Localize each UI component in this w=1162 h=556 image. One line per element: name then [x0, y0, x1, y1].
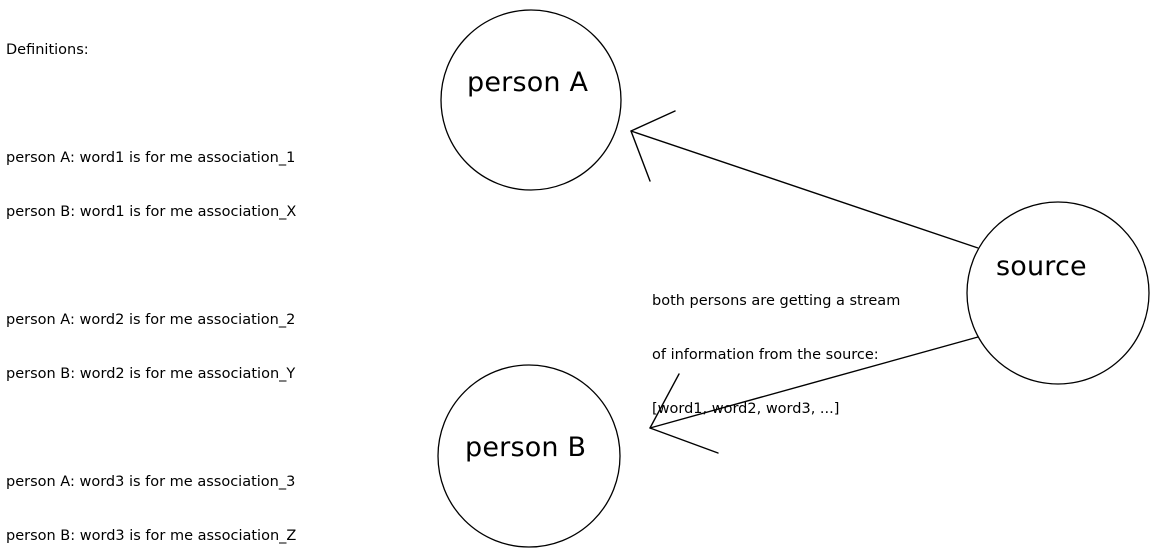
- definition-line-b1: person B: word1 is for me association_X: [6, 204, 297, 220]
- arrowhead-person-a-barb-lower: [630, 130, 651, 182]
- person-b-label: person B: [465, 432, 587, 463]
- person-a-circle[interactable]: [440, 9, 622, 191]
- person-a-label: person A: [467, 67, 589, 98]
- arrowhead-person-b-barb-upper: [649, 373, 680, 429]
- arrowhead-person-b-barb-lower: [649, 427, 719, 454]
- stream-annotation-line-1: both persons are getting a stream: [652, 293, 901, 309]
- edge-source-to-person-b-shaft: [649, 336, 979, 429]
- definition-line-a2: person A: word2 is for me association_2: [6, 312, 296, 328]
- definition-line-b3: person B: word3 is for me association_Z: [6, 528, 297, 544]
- definition-line-a3: person A: word3 is for me association_3: [6, 474, 296, 490]
- definitions-text-block: Definitions: person A: word1 is for me a…: [6, 5, 426, 556]
- person-b-circle[interactable]: [437, 364, 621, 548]
- edge-source-to-person-b[interactable]: [649, 336, 979, 454]
- source-circle[interactable]: [966, 201, 1150, 385]
- definition-line-b2: person B: word2 is for me association_Y: [6, 366, 296, 382]
- stream-annotation-line-3: [word1, word2, word3, ...]: [652, 401, 840, 417]
- source-label: source: [996, 251, 1087, 282]
- stream-annotation-line-2: of information from the source:: [652, 347, 879, 363]
- edge-source-to-person-a[interactable]: [630, 110, 979, 249]
- arrowhead-person-a-barb-upper: [630, 110, 676, 132]
- definitions-heading: Definitions:: [6, 42, 89, 58]
- stream-annotation: both persons are getting a stream of inf…: [652, 256, 952, 454]
- definition-line-a1: person A: word1 is for me association_1: [6, 150, 296, 166]
- edge-source-to-person-a-shaft: [630, 130, 979, 249]
